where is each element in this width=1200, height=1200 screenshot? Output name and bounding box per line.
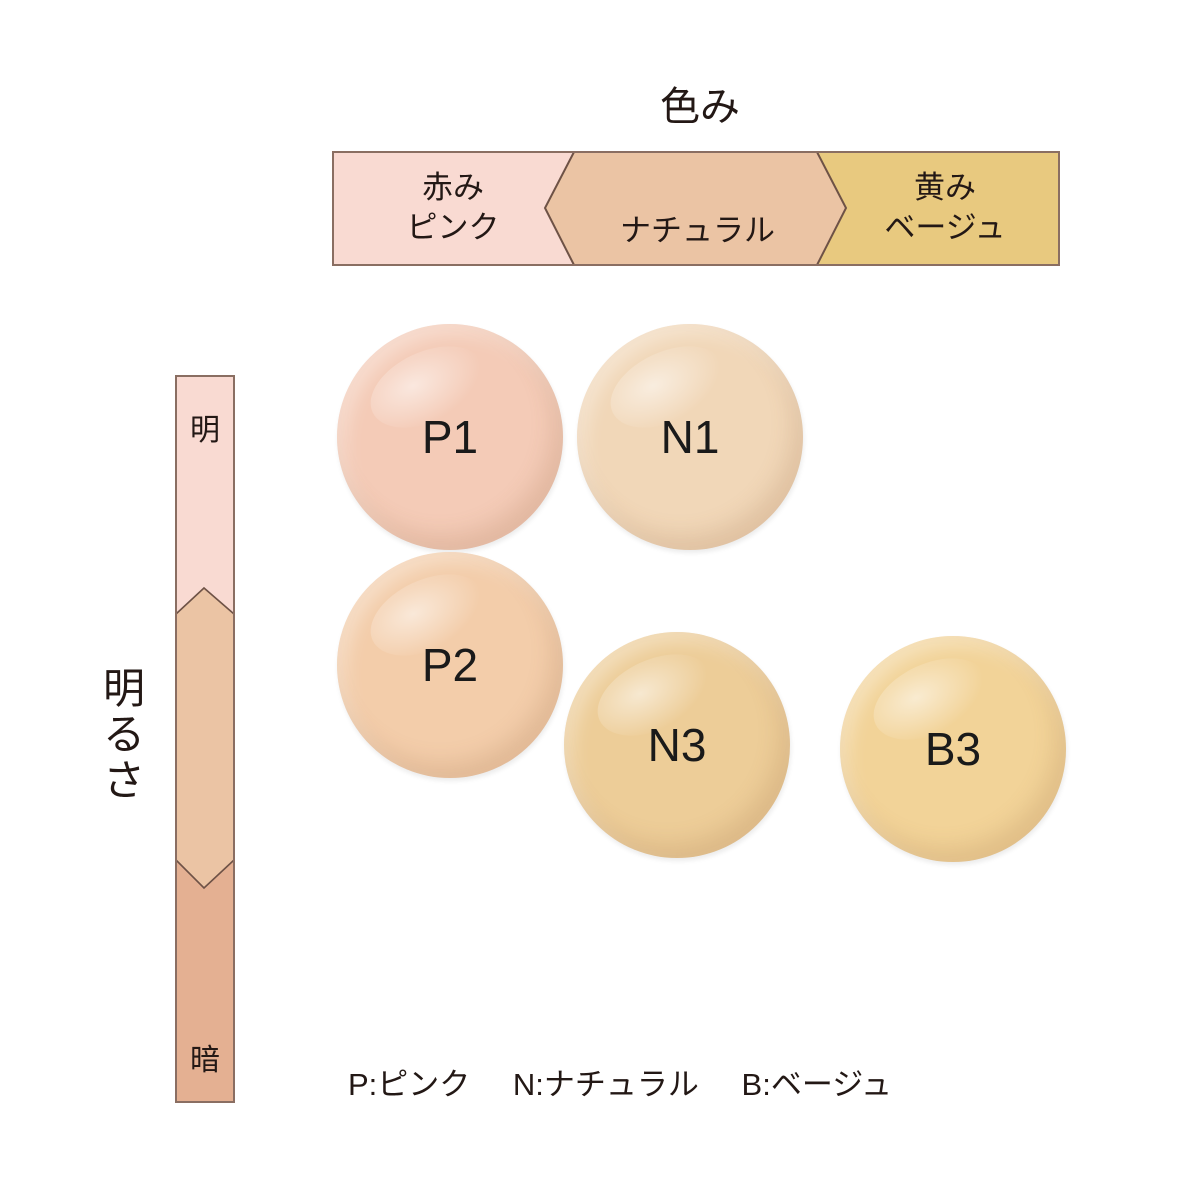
legend: P:ピンク N:ナチュラル B:ベージュ: [348, 1063, 926, 1107]
swatch-label: P1: [421, 411, 479, 463]
brightness-title-char: る: [102, 710, 145, 759]
brightness-title-char: 明: [102, 664, 145, 713]
swatch-label: N3: [647, 719, 707, 771]
hue-segment-natural-label: ナチュラル: [620, 213, 775, 249]
swatch-n3: N3: [564, 632, 790, 858]
legend-item-beige: B:ベージュ: [741, 1067, 893, 1102]
swatch-p2: P2: [337, 552, 563, 778]
hue-segment-pink-line2: ピンク: [406, 210, 500, 246]
hue-segment-natural: ナチュラル: [575, 211, 820, 251]
swatch-label: B3: [924, 723, 982, 775]
hue-segment-pink-line1: 赤み: [422, 170, 484, 206]
swatch-b3: B3: [840, 636, 1066, 862]
swatch-label: N1: [660, 411, 720, 463]
brightness-title-char: さ: [102, 756, 145, 805]
hue-segment-pink: 赤み ピンク: [338, 168, 568, 248]
brightness-axis-title: 明 る さ: [98, 666, 150, 804]
swatch-p1: P1: [337, 324, 563, 550]
legend-item-pink: P:ピンク: [348, 1067, 471, 1102]
swatch-n1: N1: [577, 324, 803, 550]
legend-item-natural: N:ナチュラル: [512, 1067, 699, 1102]
brightness-bar: [175, 375, 235, 1103]
brightness-light-label: 明: [190, 413, 220, 448]
hue-axis-title: 色み: [660, 84, 740, 130]
hue-segment-beige-line1: 黄み: [914, 170, 976, 206]
hue-segment-beige-line2: ベージュ: [884, 210, 1006, 246]
hue-segment-beige: 黄み ベージュ: [840, 168, 1050, 248]
brightness-dark-label: 暗: [190, 1043, 220, 1078]
swatch-label: P2: [421, 639, 479, 691]
hue-bar: [332, 151, 1060, 266]
